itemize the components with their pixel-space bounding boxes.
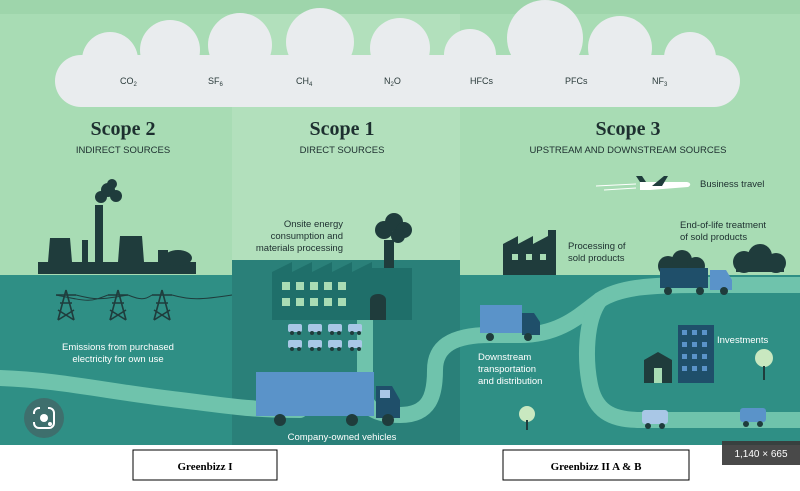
emissions-label-line2: electricity for own use — [72, 354, 163, 365]
eol-label-line2: of sold products — [680, 232, 747, 243]
processing-label-line1: Processing of — [568, 241, 626, 252]
caption-right-text: Greenbizz II A & B — [551, 461, 643, 473]
gas-co2: CO2 — [120, 76, 138, 88]
scope1-title: Scope 1 — [310, 118, 375, 140]
business-travel-label: Business travel — [700, 179, 764, 190]
power-plant — [38, 179, 196, 274]
gas-hfcs: HFCs — [470, 76, 493, 86]
company-vehicles-label: Company-owned vehicles — [288, 432, 397, 443]
caption-right: Greenbizz II A & B — [502, 449, 690, 481]
downstream-label-line3: and distribution — [478, 376, 542, 387]
onsite-label-line1: Onsite energy — [284, 219, 343, 230]
end-of-life-truck — [658, 244, 786, 295]
investment-buildings — [644, 325, 773, 383]
lens-icon[interactable] — [24, 398, 64, 438]
onsite-label-line3: materials processing — [256, 243, 343, 254]
gas-n2o: N2O — [384, 76, 401, 88]
scope3-subtitle: UPSTREAM AND DOWNSTREAM SOURCES — [530, 145, 727, 156]
onsite-label-line2: consumption and — [271, 231, 343, 242]
airplane — [595, 176, 691, 191]
investments-label: Investments — [717, 335, 768, 346]
caption-left: Greenbizz I — [132, 449, 278, 481]
processing-label-line2: sold products — [568, 253, 625, 264]
processing-plant — [503, 230, 556, 275]
factory — [272, 213, 412, 320]
gas-ch4: CH4 — [296, 76, 313, 88]
gas-nf3: NF3 — [652, 76, 668, 88]
image-size-text: 1,140 × 665 — [734, 449, 788, 460]
emissions-label-line1: Emissions from purchased — [62, 342, 174, 353]
eol-label-line1: End-of-life treatment — [680, 220, 766, 231]
gas-pfcs: PFCs — [565, 76, 588, 86]
scope2-subtitle: INDIRECT SOURCES — [76, 145, 170, 156]
downstream-label-line1: Downstream — [478, 352, 531, 363]
van-fleet — [288, 324, 362, 351]
cloud — [55, 0, 740, 107]
downstream-label-line2: transportation — [478, 364, 536, 375]
gas-sf6: SF6 — [208, 76, 224, 88]
delivery-truck — [480, 305, 540, 341]
scope3-title: Scope 3 — [596, 118, 661, 140]
small-vans-scope3 — [642, 408, 766, 429]
gas-labels: CO2 SF6 CH4 N2O HFCs PFCs NF3 — [120, 76, 668, 88]
power-pylons — [55, 289, 233, 321]
company-truck — [256, 372, 400, 426]
scope1-subtitle: DIRECT SOURCES — [300, 145, 385, 156]
scope2-title: Scope 2 — [91, 118, 156, 140]
tree-left — [519, 406, 535, 430]
image-size-badge: 1,140 × 665 — [722, 441, 800, 465]
caption-left-text: Greenbizz I — [177, 461, 232, 473]
